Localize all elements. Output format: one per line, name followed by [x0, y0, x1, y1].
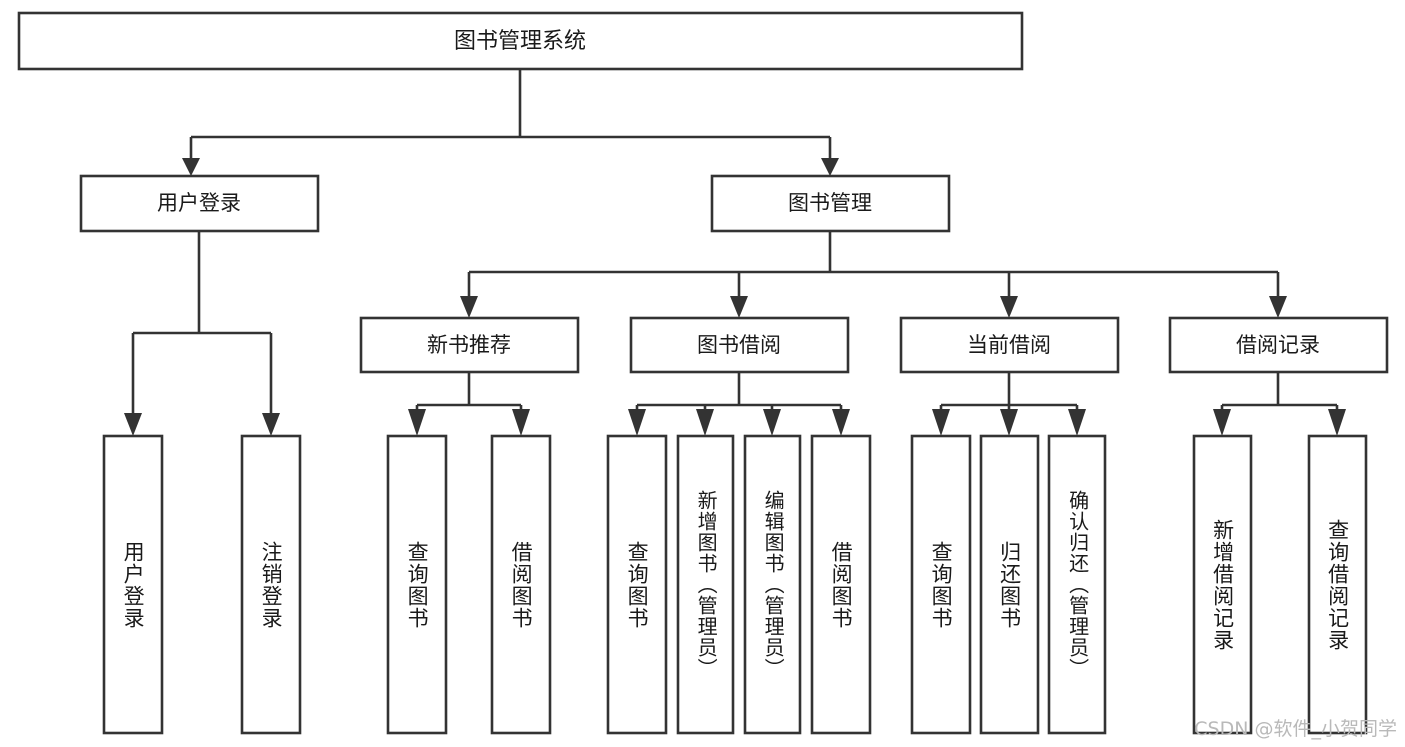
leaf-borrow-book-2-box[interactable] — [810, 434, 872, 735]
leaf-user-logout-box[interactable] — [240, 434, 302, 735]
leaf-query-book-2-box[interactable] — [606, 434, 668, 735]
node-book-borrow-box[interactable] — [629, 316, 850, 374]
arrow-head-leaf-edit-book — [763, 409, 781, 436]
arrow-head-leaf-return-book — [1000, 409, 1018, 436]
node-root-box[interactable] — [17, 11, 1024, 71]
leaf-borrow-book-1-box[interactable] — [490, 434, 552, 735]
node-root[interactable]: 图书管理系统 — [17, 11, 1024, 71]
node-book-manage-label: 图书管理 — [788, 191, 872, 215]
node-root-label: 图书管理系统 — [454, 29, 586, 54]
node-book-borrow-label: 图书借阅 — [697, 333, 781, 357]
node-user-login-label: 用户登录 — [157, 191, 241, 215]
node-current-borrow-box[interactable] — [899, 316, 1120, 374]
node-book-manage[interactable]: 图书管理 — [710, 174, 951, 233]
node-borrow-record-label: 借阅记录 — [1236, 333, 1320, 357]
leaf-query-record-box[interactable] — [1307, 434, 1368, 735]
node-borrow-record[interactable]: 借阅记录 — [1168, 316, 1389, 374]
node-new-book-recommend-box[interactable] — [359, 316, 580, 374]
node-current-borrow[interactable]: 当前借阅 — [899, 316, 1120, 374]
leaf-query-book-3-box[interactable] — [910, 434, 972, 735]
arrow-head-leaf-user-logout — [262, 413, 280, 436]
arrow-head-leaf-user-login — [124, 413, 142, 436]
leaf-user-login-box[interactable] — [102, 434, 164, 735]
arrow-head-borrow-record — [1269, 296, 1287, 318]
node-book-borrow[interactable]: 图书借阅 — [629, 316, 850, 374]
arrow-head-new-book-recommend — [460, 296, 478, 318]
node-user-login-box[interactable] — [79, 174, 320, 233]
arrow-head-leaf-add-record — [1213, 409, 1231, 436]
node-borrow-record-box[interactable] — [1168, 316, 1389, 374]
arrow-head-book-borrow — [730, 296, 748, 318]
node-current-borrow-label: 当前借阅 — [967, 333, 1051, 357]
leaf-edit-book-box[interactable] — [743, 434, 802, 735]
arrow-head-user-login — [182, 158, 200, 176]
leaf-confirm-return-box[interactable] — [1047, 434, 1107, 735]
node-user-login[interactable]: 用户登录 — [79, 174, 320, 233]
arrow-head-current-borrow — [1000, 296, 1018, 318]
connector-layer — [124, 69, 1346, 436]
leaf-add-record-box[interactable] — [1192, 434, 1253, 735]
node-book-manage-box[interactable] — [710, 174, 951, 233]
arrow-head-leaf-query-book-1 — [408, 409, 426, 436]
arrow-head-leaf-add-book — [696, 409, 714, 436]
node-new-book-recommend[interactable]: 新书推荐 — [359, 316, 580, 374]
arrow-head-leaf-borrow-book-2 — [832, 409, 850, 436]
csdn-watermark: CSDN @软件_小贺同学 — [1194, 718, 1397, 740]
arrow-head-leaf-query-book-2 — [628, 409, 646, 436]
leaf-add-book-box[interactable] — [676, 434, 735, 735]
node-new-book-recommend-label: 新书推荐 — [427, 333, 511, 357]
arrow-head-leaf-confirm-return — [1068, 409, 1086, 436]
leaf-return-book-box[interactable] — [979, 434, 1040, 735]
arrow-head-leaf-query-record — [1328, 409, 1346, 436]
arrow-head-book-manage — [821, 158, 839, 176]
arrow-head-leaf-query-book-3 — [932, 409, 950, 436]
arrow-head-leaf-borrow-book-1 — [512, 409, 530, 436]
leaf-box-layer — [102, 434, 1368, 735]
leaf-query-book-1-box[interactable] — [386, 434, 448, 735]
